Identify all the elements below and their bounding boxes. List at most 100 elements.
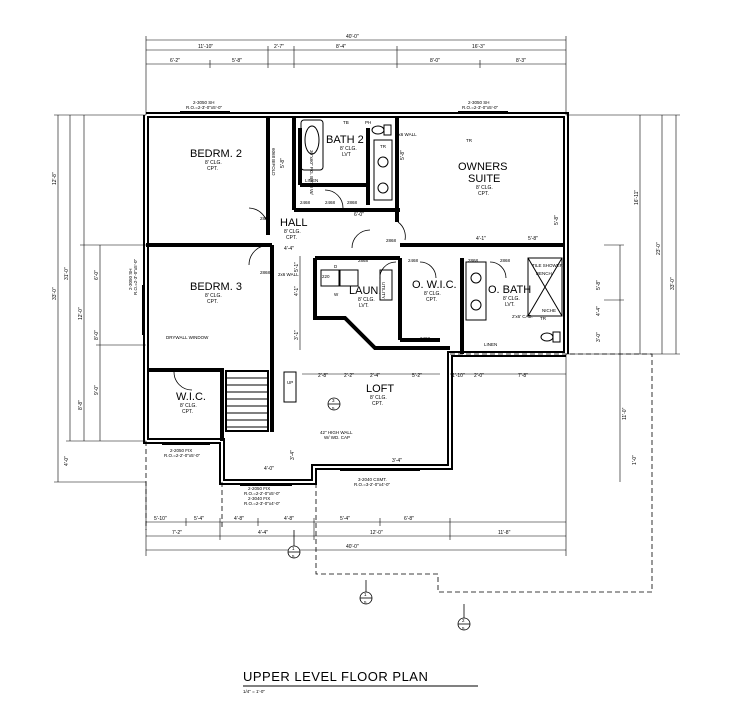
- note-tb: TB: [343, 120, 349, 125]
- room-hall: HALL: [280, 217, 308, 229]
- section-num: 1: [292, 546, 295, 551]
- door-tag: 2868: [386, 238, 397, 243]
- section-sheet: 5: [364, 600, 367, 605]
- note-shower: TILE SHOWER: [532, 263, 564, 268]
- room-owners-2: SUITE: [468, 173, 500, 185]
- dim-bottom: 11'-8": [498, 530, 511, 536]
- note-dryer: D: [334, 264, 338, 269]
- note-cab: 2'x6' CAB.: [512, 314, 533, 319]
- dim-left: 9'-0": [94, 385, 100, 395]
- section-markers: [287, 397, 471, 631]
- dim-top: 5'-8": [232, 58, 242, 64]
- note-win-leftb: R.O.=2-3'-0"x5'-0": [133, 259, 138, 295]
- room-loft-floor: CPT.: [372, 401, 383, 407]
- note-win-top-1b: R.O.=2-3'-0"x5'-0": [186, 105, 222, 110]
- dim-top-overall: 40'-0": [346, 34, 359, 40]
- dim-top: 8'-0": [430, 58, 440, 64]
- dim-top: 2'-7": [274, 44, 284, 50]
- dim-right: 33'-0": [670, 277, 676, 290]
- door-tag: 2868: [358, 258, 369, 263]
- note-win-bottom-2: 2-2050 FIX: [248, 486, 270, 491]
- room-bath2-clg: 8' CLG.: [340, 146, 357, 152]
- dimension-text: 40'-0" 11'-10" 2'-7" 8'-4" 16'-3" 6'-2" …: [52, 34, 676, 550]
- room-bedrm2-floor: CPT.: [207, 166, 218, 172]
- dim-left: 4'-0": [64, 456, 70, 466]
- plan-notes: LINEN LINEN 30"x60" F.G. BATH W/ TB PH T…: [128, 100, 564, 506]
- door-tags: 2868 2868 2468 2868 2868 2868 2868 2468 …: [180, 200, 511, 373]
- note-ph: PH: [365, 120, 371, 125]
- interior-walls: [146, 118, 563, 441]
- dim-inner: 5'-8": [400, 150, 406, 160]
- note-rail-wall-2: W/ WD. CAP: [324, 435, 350, 440]
- door-tag: 2868: [500, 258, 511, 263]
- section-sheet: 5: [462, 626, 465, 631]
- dim-right: 1'-0": [632, 455, 638, 465]
- plan-title: UPPER LEVEL FLOOR PLAN: [243, 669, 428, 684]
- section-num: 3: [332, 398, 335, 403]
- room-bedrm3-floor: CPT.: [207, 299, 218, 305]
- dim-bottom: 4'-4": [258, 530, 268, 536]
- door-tag: 2468: [300, 200, 311, 205]
- note-bench: BENCH: [536, 271, 552, 276]
- dim-inner: 5'-1": [294, 262, 300, 272]
- dim-top: 16'-3": [472, 44, 485, 50]
- dim-bottom: 5'-10": [154, 516, 167, 522]
- dim-bottom: 4'-8": [234, 516, 244, 522]
- room-owners: OWNERS: [458, 161, 508, 173]
- title-block: UPPER LEVEL FLOOR PLAN 1/4" = 1'-0": [243, 669, 478, 694]
- room-laun-floor: LVT.: [359, 303, 369, 309]
- note-linen-2: LINEN: [484, 342, 497, 347]
- dim-top: 8'-3": [516, 58, 526, 64]
- room-hall-clg: 8' CLG.: [284, 229, 301, 235]
- note-win-bottom-2b: R.O.=2-2'-0"x5'-0": [244, 491, 280, 496]
- bath-fixtures: [300, 119, 563, 343]
- room-laun: LAUN.: [349, 285, 381, 297]
- dim-bottom: 4'-8": [284, 516, 294, 522]
- note-niche: NICHE: [542, 308, 556, 313]
- room-bedrm3-clg: 8' CLG.: [205, 293, 222, 299]
- dim-inner: 2'-8": [318, 373, 328, 379]
- dim-inner: 4'-0": [264, 466, 274, 472]
- dim-right: 4'-4": [596, 306, 602, 316]
- dim-inner: 6'-0": [354, 212, 364, 218]
- dim-inner: 2'-4": [370, 373, 380, 379]
- room-owners-clg: 8' CLG.: [476, 185, 493, 191]
- dim-left: 12'-8": [52, 172, 58, 185]
- dim-inner: 2'-2": [344, 373, 354, 379]
- note-up: UP: [287, 380, 293, 385]
- dim-right: 16'-11": [634, 190, 640, 205]
- room-loft: LOFT: [366, 383, 394, 395]
- room-owic: O. W.I.C.: [412, 279, 457, 291]
- room-labels: BEDRM. 2 8' CLG. CPT. BATH 2 8' CLG. LVT…: [176, 134, 531, 415]
- door-swings: [173, 189, 507, 391]
- note-win-left: 2-3050 SH: [128, 268, 133, 290]
- note-win-bottom-3: 2-3040 FIX: [248, 496, 270, 501]
- room-owners-floor: CPT.: [478, 191, 489, 197]
- dim-inner: 2'-0": [474, 373, 484, 379]
- note-win-top-1: 2-3050 SH: [193, 100, 215, 105]
- dim-inner: 4'-1": [476, 236, 486, 242]
- door-tag: 2468: [420, 336, 431, 341]
- door-tag: 2868: [260, 270, 271, 275]
- note-tr-3: TR: [540, 316, 547, 321]
- note-rail-wall: 42" HIGH WALL: [320, 430, 353, 435]
- note-win-top-2: 2-3050 SH: [468, 100, 490, 105]
- door-tag: 2868: [468, 258, 479, 263]
- dim-left: 12'-0": [78, 307, 84, 320]
- room-obath-clg: 8' CLG.: [503, 296, 520, 302]
- door-tag: 2468: [325, 200, 336, 205]
- door-tag: 2468: [408, 258, 419, 263]
- dim-bottom: 12'-0": [370, 530, 383, 536]
- note-tr-2: TR: [466, 138, 473, 143]
- dim-inner: 4'-4": [284, 246, 294, 252]
- note-win-bottom-4: 3-2040 CSMT.: [358, 477, 387, 482]
- dim-top: 8'-4": [336, 44, 346, 50]
- room-wic-clg: 8' CLG.: [180, 403, 197, 409]
- dim-right: 11'-0": [622, 407, 628, 420]
- dim-inner: 5'-8": [528, 236, 538, 242]
- dim-inner: 3'-4": [392, 458, 402, 464]
- dim-left: 6'-0": [94, 270, 100, 280]
- door-tag: 2868: [260, 216, 271, 221]
- dim-inner: 3'-4": [290, 450, 296, 460]
- room-owic-floor: CPT.: [426, 297, 437, 303]
